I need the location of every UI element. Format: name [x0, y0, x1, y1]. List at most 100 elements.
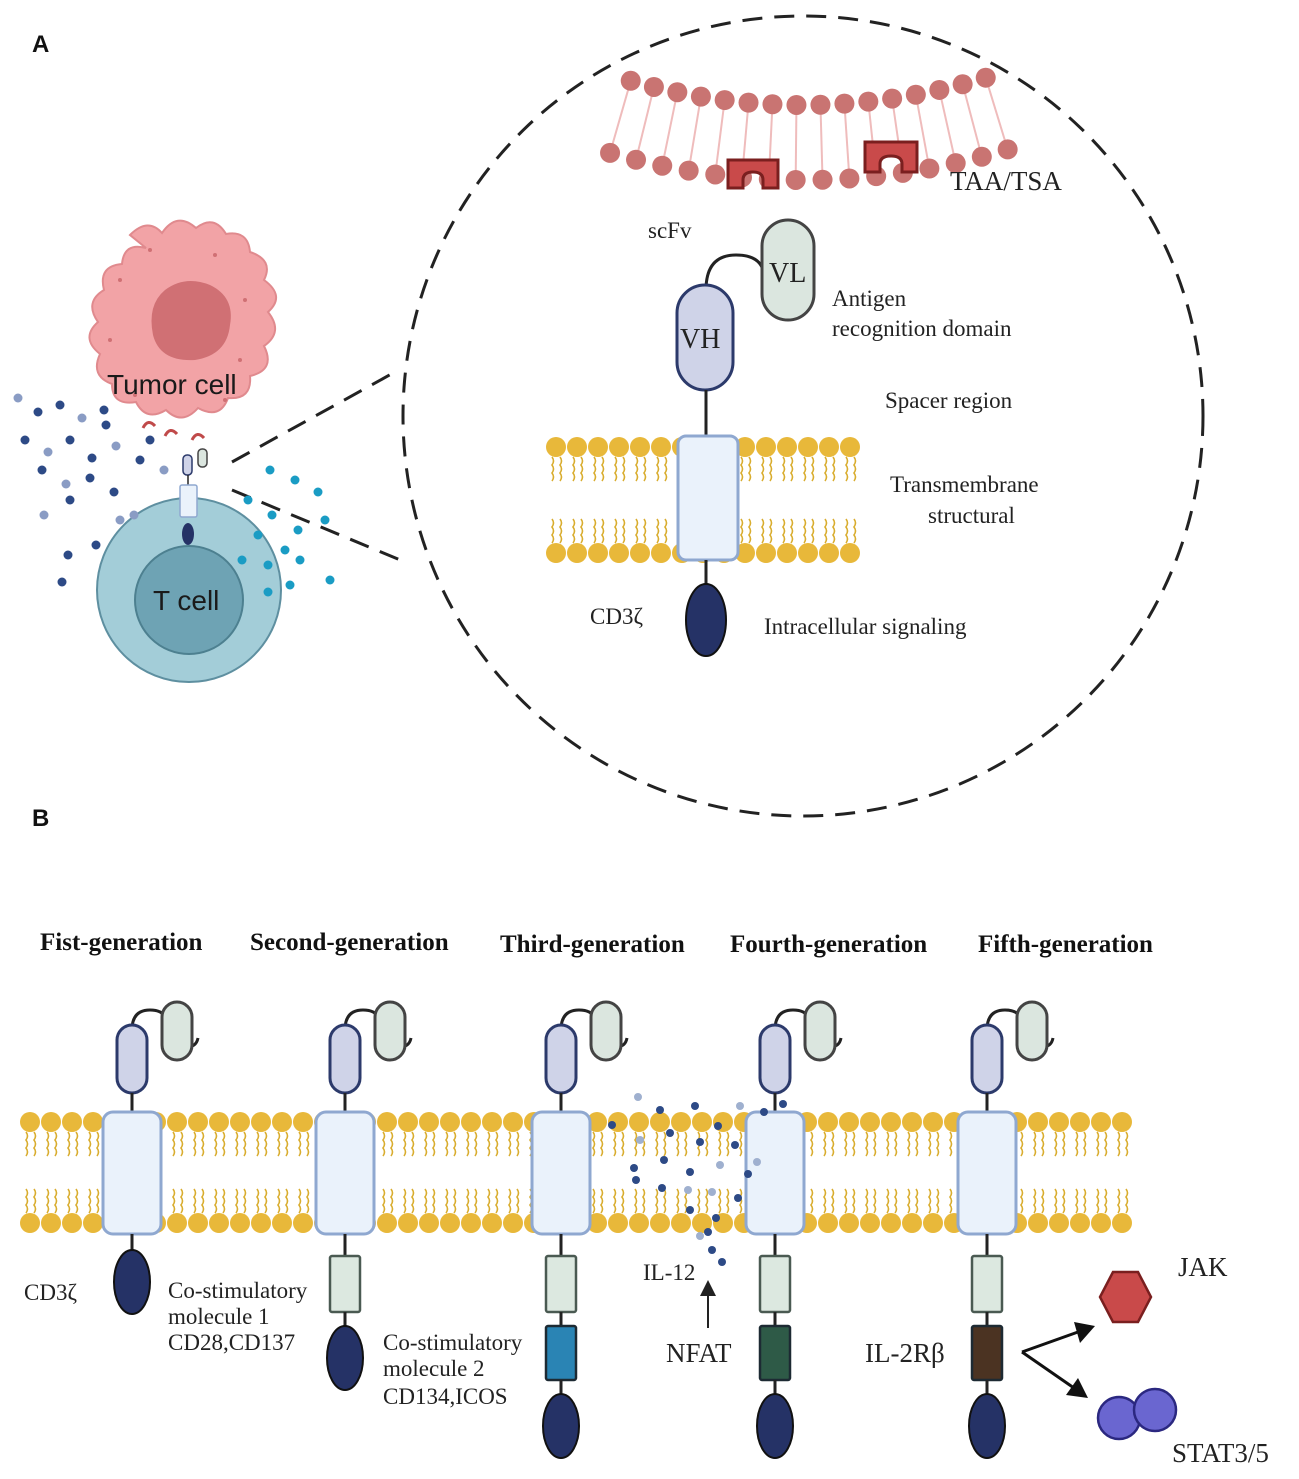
lipid-tail	[726, 1188, 730, 1214]
lipid-tail	[739, 1131, 743, 1157]
lipid-tail	[684, 1131, 688, 1157]
lipid-tail	[718, 1188, 722, 1214]
lipid-head	[377, 1213, 397, 1233]
lipid-head	[714, 90, 735, 111]
lipid-head	[83, 1213, 103, 1233]
lipid-head	[881, 1112, 901, 1132]
lipid-tail	[559, 518, 563, 544]
lipid-head	[272, 1213, 292, 1233]
lipid-head	[251, 1112, 271, 1132]
spacer-label: Spacer region	[885, 388, 1013, 413]
cytokine-dot	[295, 555, 305, 565]
lipid-tail	[853, 518, 857, 544]
lipid-head	[819, 437, 839, 457]
lipid-head	[650, 1213, 670, 1233]
lipid-tail	[54, 1188, 58, 1214]
cytokine-dot	[243, 495, 253, 505]
lipid-head	[819, 543, 839, 563]
lipid-head	[777, 437, 797, 457]
lipid-tail	[761, 456, 765, 482]
lipid-tail	[655, 1131, 659, 1157]
cd3z-domain	[756, 1393, 794, 1459]
lipid-tail	[844, 1188, 848, 1214]
lipid-head	[1091, 1112, 1111, 1132]
lipid-head	[705, 164, 726, 185]
lipid-tail	[382, 1131, 386, 1157]
il12-dot	[691, 1102, 699, 1110]
gen1-cd3z-label: CD3ζ	[24, 1280, 77, 1305]
lipid-tail	[886, 1131, 890, 1157]
antigen-domain-label-1: Antigen	[832, 286, 907, 311]
lipid-head	[810, 94, 831, 115]
il12-dot	[658, 1184, 666, 1192]
lipid-tail	[25, 1131, 29, 1157]
tumor-antigens-small	[141, 421, 206, 441]
lipid-tail	[621, 1131, 625, 1157]
il12-dot	[704, 1228, 712, 1236]
lipid-tail	[222, 1131, 226, 1157]
cytokine-dot	[237, 555, 247, 565]
lipid-head	[762, 94, 783, 115]
lipid-head	[1091, 1213, 1111, 1233]
lipid-head	[167, 1112, 187, 1132]
lipid-tail	[643, 518, 647, 544]
lipid-tail	[516, 1188, 520, 1214]
costim-1-block	[328, 1254, 362, 1314]
cytokine-dot	[293, 525, 303, 535]
jak-hexagon	[1098, 1270, 1153, 1324]
lipid-head	[482, 1112, 502, 1132]
lipid-tail	[600, 1131, 604, 1157]
lipid-tail	[201, 1188, 205, 1214]
lipid-head	[834, 93, 855, 114]
il12-dot	[632, 1176, 640, 1184]
lipid-tail	[67, 1131, 71, 1157]
lipid-head	[629, 1213, 649, 1233]
lipid-tail	[33, 1131, 37, 1157]
lipid-tail	[1041, 1131, 1045, 1157]
lipid-tail	[285, 1188, 289, 1214]
gen-4-title: Fourth-generation	[730, 931, 927, 958]
vl-domain	[373, 1000, 407, 1062]
il12-dot	[684, 1186, 692, 1194]
lipid-tail	[1054, 1188, 1058, 1214]
lipid-tail	[810, 1131, 814, 1157]
lipid-head	[738, 92, 759, 113]
cytokine-dot	[111, 441, 121, 451]
gen-2-title: Second-generation	[250, 929, 449, 956]
antigen-label: TAA/TSA	[950, 166, 1062, 196]
panel-label-a: A	[32, 31, 49, 58]
lipid-tail	[803, 518, 807, 544]
lipid-tail	[1117, 1188, 1121, 1214]
lipid-head	[651, 437, 671, 457]
panel-label-b: B	[32, 805, 49, 832]
lipid-tail	[201, 1131, 205, 1157]
lipid-head	[812, 169, 833, 190]
lipid-head	[482, 1213, 502, 1233]
lipid-tail	[852, 1188, 856, 1214]
transmembrane-domain	[956, 1110, 1018, 1236]
lipid-tail	[411, 1131, 415, 1157]
lipid-tail	[180, 1131, 184, 1157]
lipid-tail	[676, 1188, 680, 1214]
lipid-tail	[453, 1188, 457, 1214]
lipid-tail	[769, 518, 773, 544]
costim1-label-2: molecule 1	[168, 1304, 270, 1329]
tumor-cell	[88, 219, 277, 419]
stat-circle-1	[1096, 1395, 1142, 1441]
transmembrane-label-1: Transmembrane	[890, 472, 1039, 497]
lipid-tail	[790, 518, 794, 544]
car-constructs	[101, 1000, 1055, 1459]
cd3z-domain	[685, 583, 727, 657]
lipid-tail	[655, 1188, 659, 1214]
lipid-tail	[661, 92, 679, 166]
cytokine-dot	[135, 455, 145, 465]
lipid-tail	[823, 1188, 827, 1214]
lipid-tail	[656, 518, 660, 544]
lipid-tail	[865, 1131, 869, 1157]
lipid-head	[1112, 1112, 1132, 1132]
lipid-tail	[46, 1188, 50, 1214]
lipid-tail	[1104, 1131, 1108, 1157]
lipid-tail	[96, 1131, 100, 1157]
lipid-tail	[1075, 1188, 1079, 1214]
lipid-head	[1049, 1112, 1069, 1132]
